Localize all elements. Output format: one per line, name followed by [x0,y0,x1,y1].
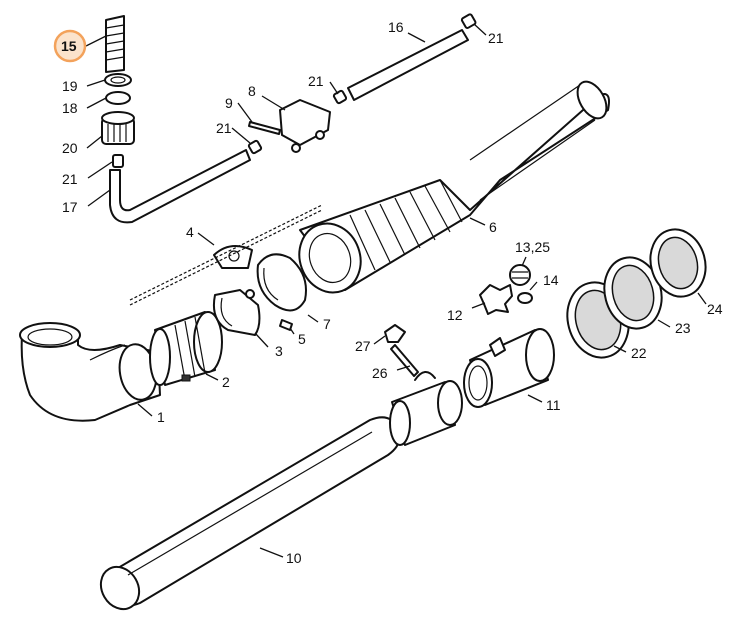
callout-21[interactable]: 21 [488,30,504,46]
part-12-star-knob [479,284,513,315]
part-15-filter [105,15,125,73]
part-8-valve [279,99,331,153]
part-2-ribbed-ring [149,311,223,386]
part-23-screen [603,256,663,330]
callout-13-25[interactable]: 13,25 [515,239,550,255]
part-4-clamp-screw [129,204,323,306]
callout-19[interactable]: 19 [62,78,78,94]
part-sleeve [389,371,463,446]
callout-21[interactable]: 21 [62,171,78,187]
callout-26[interactable]: 26 [372,365,388,381]
part-16-pipe [347,29,469,101]
callout-3[interactable]: 3 [275,343,283,359]
callout-2[interactable]: 2 [222,374,230,390]
callout-21[interactable]: 21 [308,73,324,89]
part-20-nut [101,111,135,145]
callout-labels: 15 19 18 20 21 17 9 8 21 21 16 21 4 6 7 … [61,19,723,566]
callout-6[interactable]: 6 [489,219,497,235]
callout-15-highlight [53,29,87,63]
callout-4[interactable]: 4 [186,224,194,240]
callout-14[interactable]: 14 [543,272,559,288]
callout-17[interactable]: 17 [62,199,78,215]
part-27-knob [384,324,406,343]
callout-15[interactable]: 15 [61,38,77,54]
part-6-bellows [298,80,610,294]
part-3-clamp [212,289,261,336]
part-5-screw [279,319,293,331]
callout-1[interactable]: 1 [157,409,165,425]
callout-16[interactable]: 16 [388,19,404,35]
part-17-bent-pipe [109,149,251,224]
callout-20[interactable]: 20 [62,140,78,156]
part-24-screen [649,228,707,298]
part-11-coupling [463,328,555,408]
part-1-elbow [19,322,161,422]
callout-11[interactable]: 11 [546,397,561,413]
callout-12[interactable]: 12 [447,307,463,323]
leader-lines [85,23,707,558]
callout-10[interactable]: 10 [286,550,302,566]
callout-21[interactable]: 21 [216,120,232,136]
part-18-ring [105,91,131,105]
callout-27[interactable]: 27 [355,338,371,354]
part-13-knob [509,264,531,286]
part-14-nut [517,292,533,304]
callout-24[interactable]: 24 [707,301,723,317]
part-7-gasket [256,253,307,312]
callout-18[interactable]: 18 [62,100,78,116]
part-26-pin [390,344,419,377]
callout-22[interactable]: 22 [631,345,647,361]
part-19-washer [104,73,132,87]
part-10-long-tube [99,416,401,611]
callout-7[interactable]: 7 [323,316,331,332]
callout-23[interactable]: 23 [675,320,691,336]
part-9-screw [248,121,281,135]
callout-9[interactable]: 9 [225,95,233,111]
callout-8[interactable]: 8 [248,83,256,99]
callout-5[interactable]: 5 [298,331,306,347]
